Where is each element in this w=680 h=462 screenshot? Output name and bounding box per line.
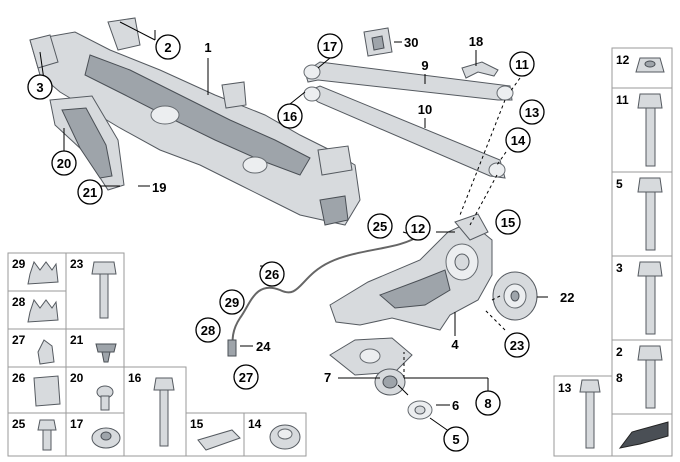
svg-text:17: 17 [70,417,84,431]
svg-text:9: 9 [421,58,428,73]
callout-10: 10 [418,102,432,117]
callout-4: 4 [451,337,459,352]
svg-text:2: 2 [616,345,623,359]
callout-16: 16 [277,103,303,129]
control-arm-lower-part[interactable] [303,85,506,179]
rubber-bushing-part[interactable] [374,368,406,396]
callout-22: 22 [560,290,574,305]
callout-7: 7 [324,370,331,385]
svg-text:19: 19 [152,180,166,195]
callout-15: 15 [495,209,521,235]
callout-5: 5 [443,426,469,452]
direction-arrow-icon [618,421,669,449]
svg-text:28: 28 [12,295,26,309]
callout-6: 6 [452,398,459,413]
svg-text:25: 25 [12,417,26,431]
svg-text:5: 5 [616,177,623,191]
svg-text:27: 27 [239,370,253,385]
fastener-column: 12 11 5 3 2 8 13 [553,47,673,457]
svg-text:16: 16 [283,109,297,124]
legend-cell-20[interactable] [65,366,125,414]
svg-text:16: 16 [128,371,142,385]
svg-text:25: 25 [373,219,387,234]
heat-shield-bracket-part[interactable] [49,95,125,191]
svg-text:3: 3 [616,261,623,275]
svg-text:11: 11 [616,93,629,107]
callout-25: 25 [367,213,393,239]
leader-lines [39,21,548,433]
svg-text:4: 4 [451,337,459,352]
svg-text:14: 14 [248,417,262,431]
svg-text:23: 23 [70,257,84,271]
callout-18: 18 [469,34,483,49]
svg-text:8: 8 [484,396,491,411]
svg-text:7: 7 [324,370,331,385]
callout-29: 29 [219,289,245,315]
svg-text:14: 14 [511,133,526,148]
callout-13: 13 [519,99,545,125]
callout-2: 2 [155,34,181,60]
svg-text:26: 26 [265,267,279,282]
sensor-connector-part[interactable] [227,339,237,357]
spring-seat-part[interactable] [329,337,413,376]
svg-text:12: 12 [411,221,425,236]
washer-part[interactable] [407,400,433,420]
callout-11: 11 [509,51,535,77]
callout-8: 8 [475,390,501,416]
svg-text:2: 2 [164,40,171,55]
svg-text:28: 28 [201,323,215,338]
callout-27: 27 [233,364,259,390]
wheel-speed-sensor-cable[interactable] [231,234,421,351]
svg-text:20: 20 [70,371,84,385]
callout-3: 3 [27,74,53,100]
svg-text:1: 1 [204,40,211,55]
svg-text:24: 24 [256,339,271,354]
callout-20: 20 [51,150,77,176]
callout-21: 21 [77,179,103,205]
svg-text:6: 6 [452,398,459,413]
svg-text:15: 15 [190,417,204,431]
callout-24: 24 [256,339,271,354]
svg-text:8: 8 [616,371,623,385]
svg-text:30: 30 [404,35,418,50]
svg-text:27: 27 [12,333,26,347]
svg-text:21: 21 [70,333,84,347]
svg-text:3: 3 [36,80,43,95]
svg-text:13: 13 [525,105,539,120]
callout-30: 30 [404,35,418,50]
svg-text:5: 5 [452,432,459,447]
svg-text:10: 10 [418,102,432,117]
svg-text:15: 15 [501,215,515,230]
svg-text:21: 21 [83,185,97,200]
svg-text:20: 20 [57,156,71,171]
callout-1: 1 [204,40,211,55]
rubber-mount-part[interactable] [363,27,393,57]
wheel-carrier-part[interactable] [329,213,493,331]
svg-text:23: 23 [510,338,524,353]
svg-text:17: 17 [323,39,337,54]
svg-text:29: 29 [12,257,26,271]
callout-19: 19 [152,180,166,195]
svg-text:26: 26 [12,371,26,385]
legend-cell-25[interactable] [7,412,67,457]
callout-14: 14 [505,127,531,153]
hardware-legend-grid: 29 23 28 27 21 26 20 16 25 [7,252,307,457]
clamp-bracket-part[interactable] [461,61,499,79]
svg-text:12: 12 [616,53,630,67]
callout-17: 17 [317,33,343,59]
callout-23: 23 [504,332,530,358]
callout-28: 28 [195,317,221,343]
svg-text:11: 11 [515,57,529,72]
svg-text:22: 22 [560,290,574,305]
svg-text:18: 18 [469,34,483,49]
callout-12: 12 [405,215,431,241]
rear-axle-carrier-part[interactable] [29,17,361,226]
callout-26: 26 [259,261,285,287]
svg-text:29: 29 [225,295,239,310]
wheel-hub-part[interactable] [492,271,538,321]
svg-text:13: 13 [558,381,572,395]
callout-9: 9 [421,58,428,73]
